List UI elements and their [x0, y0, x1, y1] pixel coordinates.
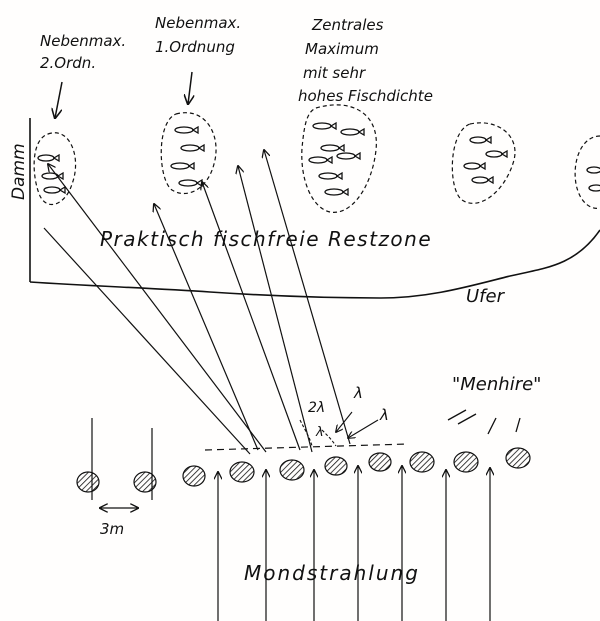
menhire-label: "Menhire" [452, 374, 541, 395]
menhir-stone [505, 447, 531, 469]
ray-to-nebenmax1-a [154, 204, 259, 451]
fish-cluster-nebenmax2 [33, 132, 77, 206]
menhir-stones [76, 447, 531, 493]
lambda-small-label: λ [315, 425, 324, 440]
menhir-stone [368, 452, 392, 472]
ray-to-nebenmax2-a [48, 164, 267, 453]
label-nebenmax-1: Nebenmax. 1.Ordnung [155, 14, 241, 104]
damm-label: Damm [9, 143, 29, 200]
menhir-stone [453, 451, 479, 473]
zentral-line4: hohes Fischdichte [298, 87, 433, 105]
menhir-stone [133, 471, 157, 493]
lambda-label-right: λ [379, 406, 389, 424]
ray-to-zentral-b [264, 150, 351, 445]
two-lambda-label: 2λ [308, 400, 325, 416]
lambda-annotations [299, 411, 379, 447]
arrow-nebenmax2 [55, 81, 63, 118]
menhir-stone [182, 465, 206, 487]
wavefront-line [204, 443, 409, 451]
fish-cluster-zentral [301, 104, 377, 213]
zentral-line3: mit sehr [303, 64, 366, 82]
nebenmax1-line1: Nebenmax. [155, 14, 241, 32]
zentral-line2: Maximum [305, 40, 379, 58]
fish-cluster-right2 [574, 135, 600, 209]
reflection-arrows [43, 150, 351, 455]
shoreline [29, 229, 600, 299]
label-nebenmax-2: Nebenmax. 2.Ordn. [40, 32, 126, 118]
fish-cluster-nebenmax1 [160, 112, 217, 195]
arrow-nebenmax1 [188, 71, 192, 104]
ray-to-nebenmax2-b [43, 227, 251, 455]
nebenmax2-line2: 2.Ordn. [40, 54, 96, 72]
lambda-label-upper: λ [353, 384, 363, 402]
nebenmax1-line2: 1.Ordnung [155, 38, 235, 56]
menhir-stone [279, 459, 305, 481]
label-zentrales-maximum: Zentrales Maximum mit sehr hohes Fischdi… [298, 16, 433, 105]
menhir-stone [324, 456, 348, 476]
menhire-tick-marks [447, 409, 521, 435]
menhir-stone [229, 461, 255, 483]
distance-label: 3m [100, 520, 124, 538]
ray-to-nebenmax1-b [202, 182, 301, 451]
menhir-stone [76, 471, 100, 493]
mondstrahlung-label: Mondstrahlung [244, 561, 420, 585]
menhir-stone [409, 451, 435, 473]
nebenmax2-line1: Nebenmax. [40, 32, 126, 50]
moonlight-rays [91, 418, 490, 621]
restzone-label: Praktisch fischfreie Restzone [100, 227, 432, 251]
ray-to-zentral-a [238, 166, 313, 453]
fish-cluster-right1 [451, 122, 516, 204]
ufer-label: Ufer [466, 286, 506, 307]
zentral-line1: Zentrales [311, 16, 384, 34]
